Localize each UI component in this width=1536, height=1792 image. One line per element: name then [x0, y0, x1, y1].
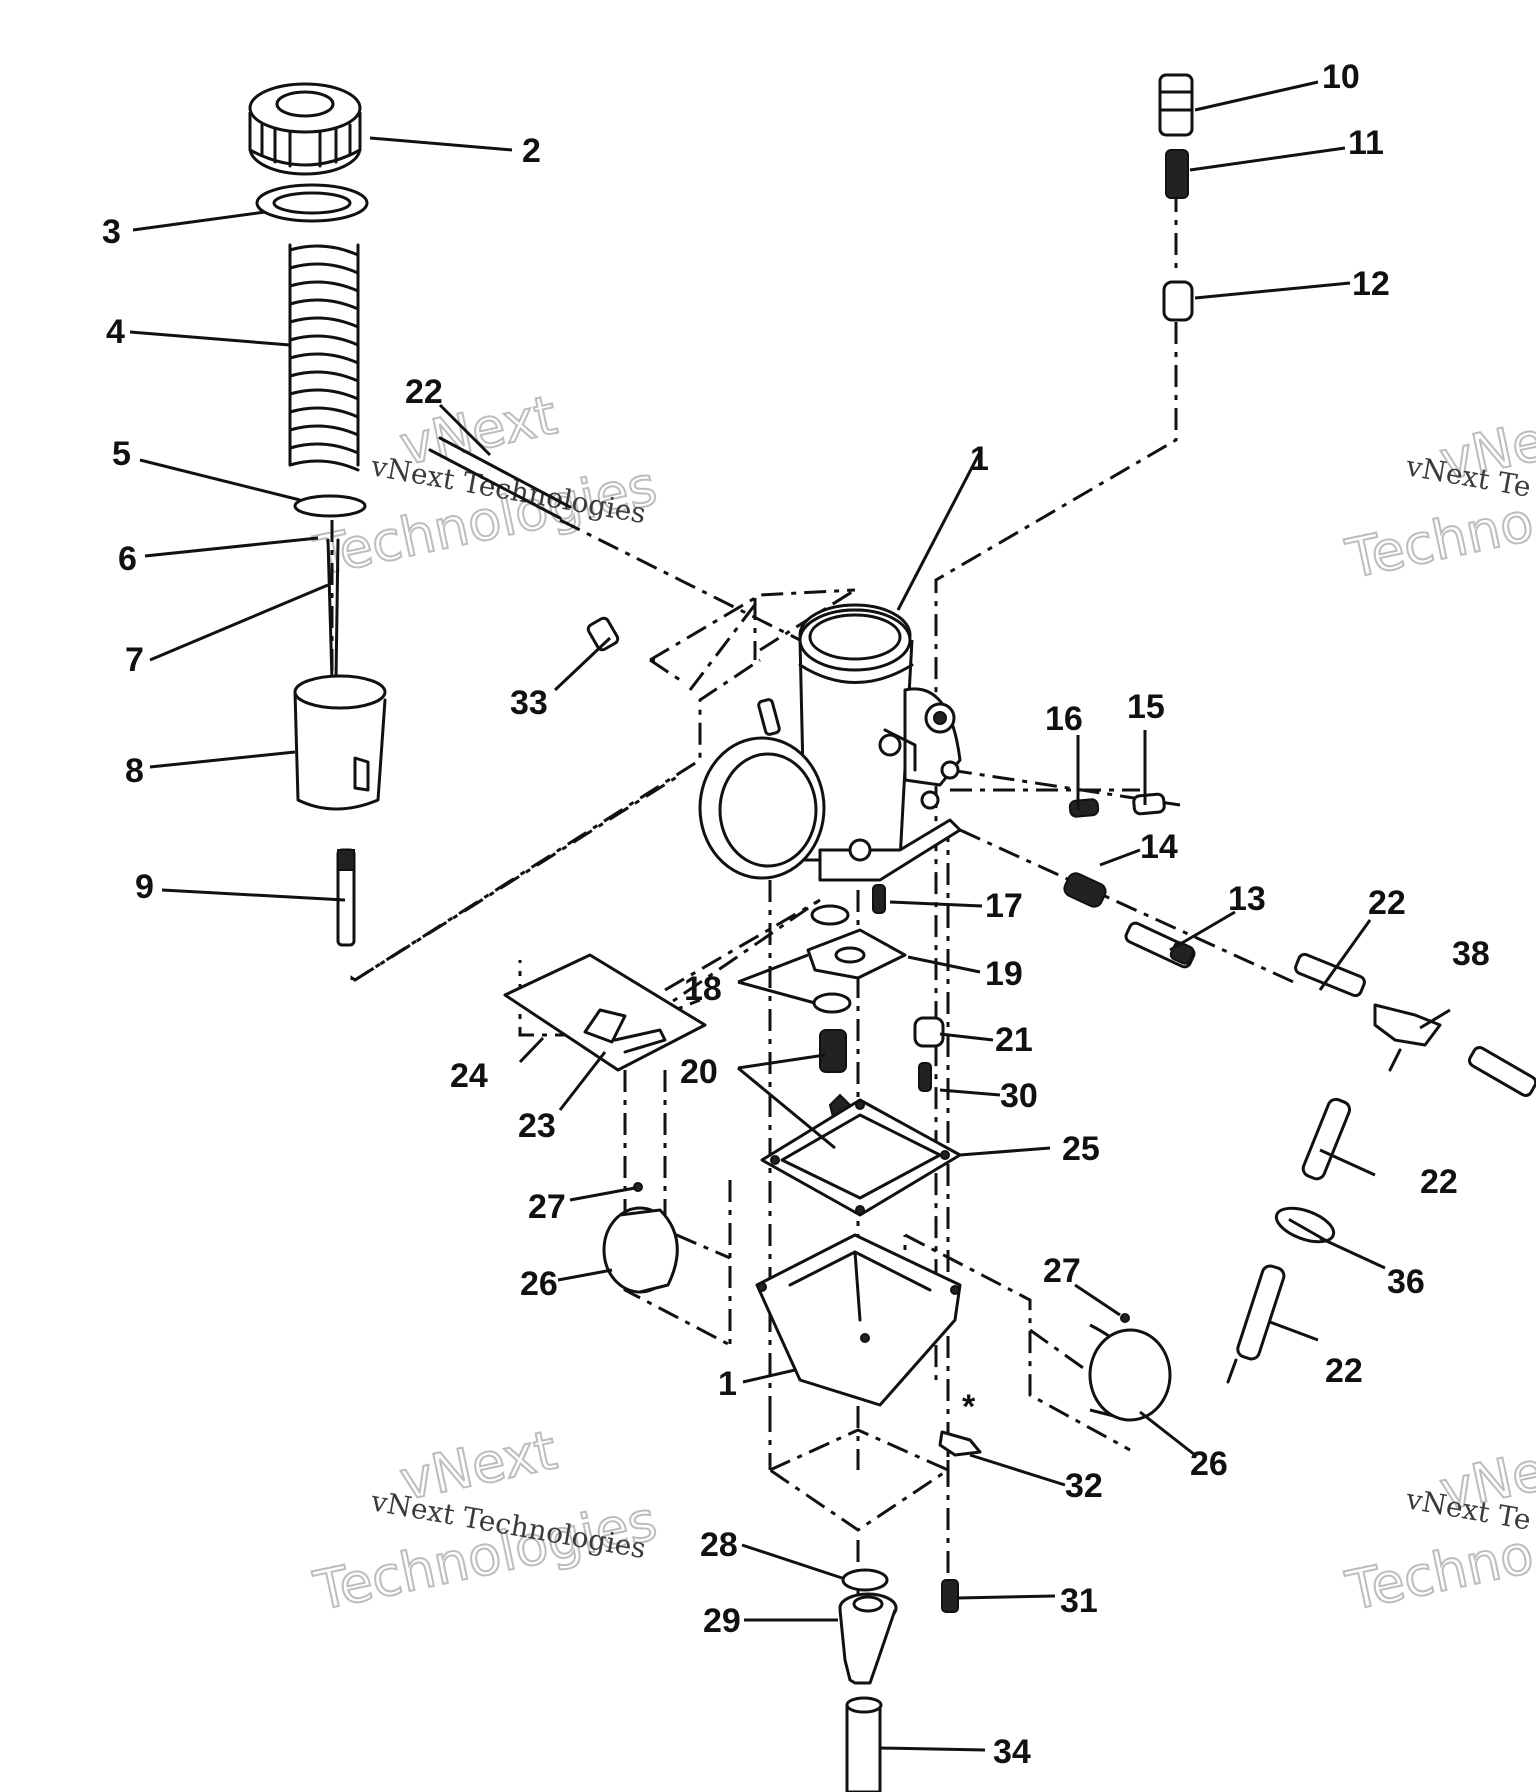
- part-float-bowl: [755, 1233, 962, 1407]
- callout-34: 34: [993, 1733, 1031, 1771]
- callout-27-right: 27: [1043, 1252, 1081, 1290]
- callout-9: 9: [135, 868, 154, 906]
- callout-31: 31: [1060, 1582, 1098, 1620]
- callout-15: 15: [1127, 688, 1165, 726]
- callout-4: 4: [106, 313, 125, 351]
- part-washer-28: [841, 1568, 889, 1592]
- callout-13: 13: [1228, 880, 1266, 918]
- part-screw-31: [941, 1579, 959, 1613]
- part-tube-34-top: [845, 1696, 883, 1714]
- callout-1-top: 1: [970, 440, 989, 478]
- callout-30: 30: [1000, 1077, 1038, 1115]
- callout-asterisk: *: [962, 1388, 976, 1426]
- callout-5: 5: [112, 435, 131, 473]
- callout-21: 21: [995, 1021, 1033, 1059]
- part-plate: [806, 928, 907, 980]
- part-washer: [255, 183, 369, 223]
- part-cable-adjuster: [1158, 73, 1194, 322]
- callout-1-bottom: 1: [718, 1365, 737, 1403]
- part-carburetor-body: [698, 603, 962, 882]
- callout-27-left: 27: [528, 1188, 566, 1226]
- callout-23: 23: [518, 1107, 556, 1145]
- callout-22-right-bottom: 22: [1325, 1352, 1363, 1390]
- part-o-ring: [810, 904, 850, 926]
- callout-22-right-top: 22: [1368, 884, 1406, 922]
- part-cap: [248, 82, 362, 176]
- callout-8: 8: [125, 752, 144, 790]
- callout-24: 24: [450, 1057, 488, 1095]
- part-bracket: [583, 1008, 667, 1054]
- part-o-ring: [812, 992, 852, 1014]
- part-plate-hole: [834, 946, 866, 964]
- part-clip: [293, 494, 367, 518]
- callout-6: 6: [118, 540, 137, 578]
- part-cap-21: [913, 1016, 945, 1048]
- callout-29: 29: [703, 1602, 741, 1640]
- callout-19: 19: [985, 955, 1023, 993]
- callout-12: 12: [1352, 265, 1390, 303]
- part-tube-top: [428, 436, 572, 520]
- watermark-bottom-left: vNext Technologies vNext Technologies: [308, 1417, 663, 1624]
- part-washer-hole: [272, 191, 352, 215]
- part-plug: [586, 616, 620, 652]
- callout-38: 38: [1452, 935, 1490, 973]
- callout-25: 25: [1062, 1130, 1100, 1168]
- part-throttle-slide: [293, 674, 387, 811]
- callout-17: 17: [985, 887, 1023, 925]
- watermark-bottom-right: vNe Techno vNext Te: [1340, 1438, 1536, 1624]
- part-clip-32: [938, 1430, 982, 1457]
- callout-22-right-mid: 22: [1420, 1163, 1458, 1201]
- callout-10: 10: [1322, 58, 1360, 96]
- part-main-jet: [838, 1592, 898, 1685]
- part-spring: [288, 243, 360, 472]
- callout-2: 2: [522, 132, 541, 170]
- part-needle-jet: [336, 848, 356, 947]
- watermark-word: Techno: [1341, 1522, 1536, 1623]
- part-fuel-line: [1226, 952, 1536, 1384]
- part-float-right: [1088, 1323, 1172, 1422]
- callout-26-right: 26: [1190, 1445, 1228, 1483]
- callout-labels: 2 3 4 5 6 7 8 9 10 11 12 1 22 33 16 15 1…: [102, 58, 1490, 1771]
- part-float-pin: [633, 1182, 643, 1192]
- part-tube-34: [845, 1703, 882, 1792]
- part-screw-30: [918, 1062, 932, 1092]
- watermark-top-left: vNext Technologies vNext Technologies: [308, 382, 663, 589]
- leader-lines: [129, 80, 1451, 1752]
- callout-36: 36: [1387, 1263, 1425, 1301]
- watermark-top-right: vNe Techno vNext Te: [1340, 408, 1536, 592]
- callout-20: 20: [680, 1053, 718, 1091]
- part-pilot-screw: [1063, 792, 1196, 969]
- part-needle: [326, 538, 340, 682]
- part-float-left: [602, 1206, 679, 1294]
- callout-7: 7: [125, 641, 144, 679]
- callout-22-top: 22: [405, 373, 443, 411]
- callout-14: 14: [1140, 828, 1178, 866]
- callout-33: 33: [510, 684, 548, 722]
- part-gasket: [760, 1098, 962, 1217]
- callout-28: 28: [700, 1526, 738, 1564]
- part-float-pin: [1120, 1313, 1130, 1323]
- callout-32: 32: [1065, 1467, 1103, 1505]
- callout-26-left: 26: [520, 1265, 558, 1303]
- callout-16: 16: [1045, 700, 1083, 738]
- watermark-word: Techno: [1341, 490, 1536, 591]
- part-screw-17: [872, 884, 886, 914]
- callout-3: 3: [102, 213, 121, 251]
- callout-18: 18: [684, 970, 722, 1008]
- callout-11: 11: [1348, 124, 1384, 162]
